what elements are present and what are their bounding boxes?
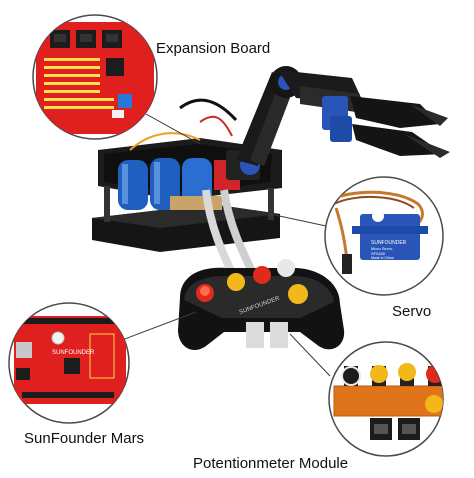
servo-origin-text: Made in China <box>371 256 394 260</box>
robot-arm-kit: SUNFOUNDER <box>92 66 450 351</box>
servo-part-text: SF0180 <box>371 251 386 256</box>
sunfounder-mars-callout: SUNFOUNDER <box>8 302 130 424</box>
controller: SUNFOUNDER <box>178 259 345 351</box>
expansion-board-callout <box>32 14 158 140</box>
servo-label: Servo <box>392 303 432 320</box>
potentiometer-module-callout <box>328 341 444 457</box>
servo-brand-text: SUNFOUNDER <box>371 240 407 246</box>
potentiometer-module-label: Potentionmeter Module <box>193 455 349 472</box>
expansion-board-label: Expansion Board <box>156 40 271 57</box>
callout-lines <box>121 113 331 377</box>
sunfounder-mars-label: SunFounder Mars <box>24 430 145 447</box>
servo-model-text: Micro Servo <box>371 246 393 251</box>
mars-brand-text: SUNFOUNDER <box>52 350 95 356</box>
servo-callout: SUNFOUNDER Micro Servo SF0180 Made in Ch… <box>324 176 444 296</box>
